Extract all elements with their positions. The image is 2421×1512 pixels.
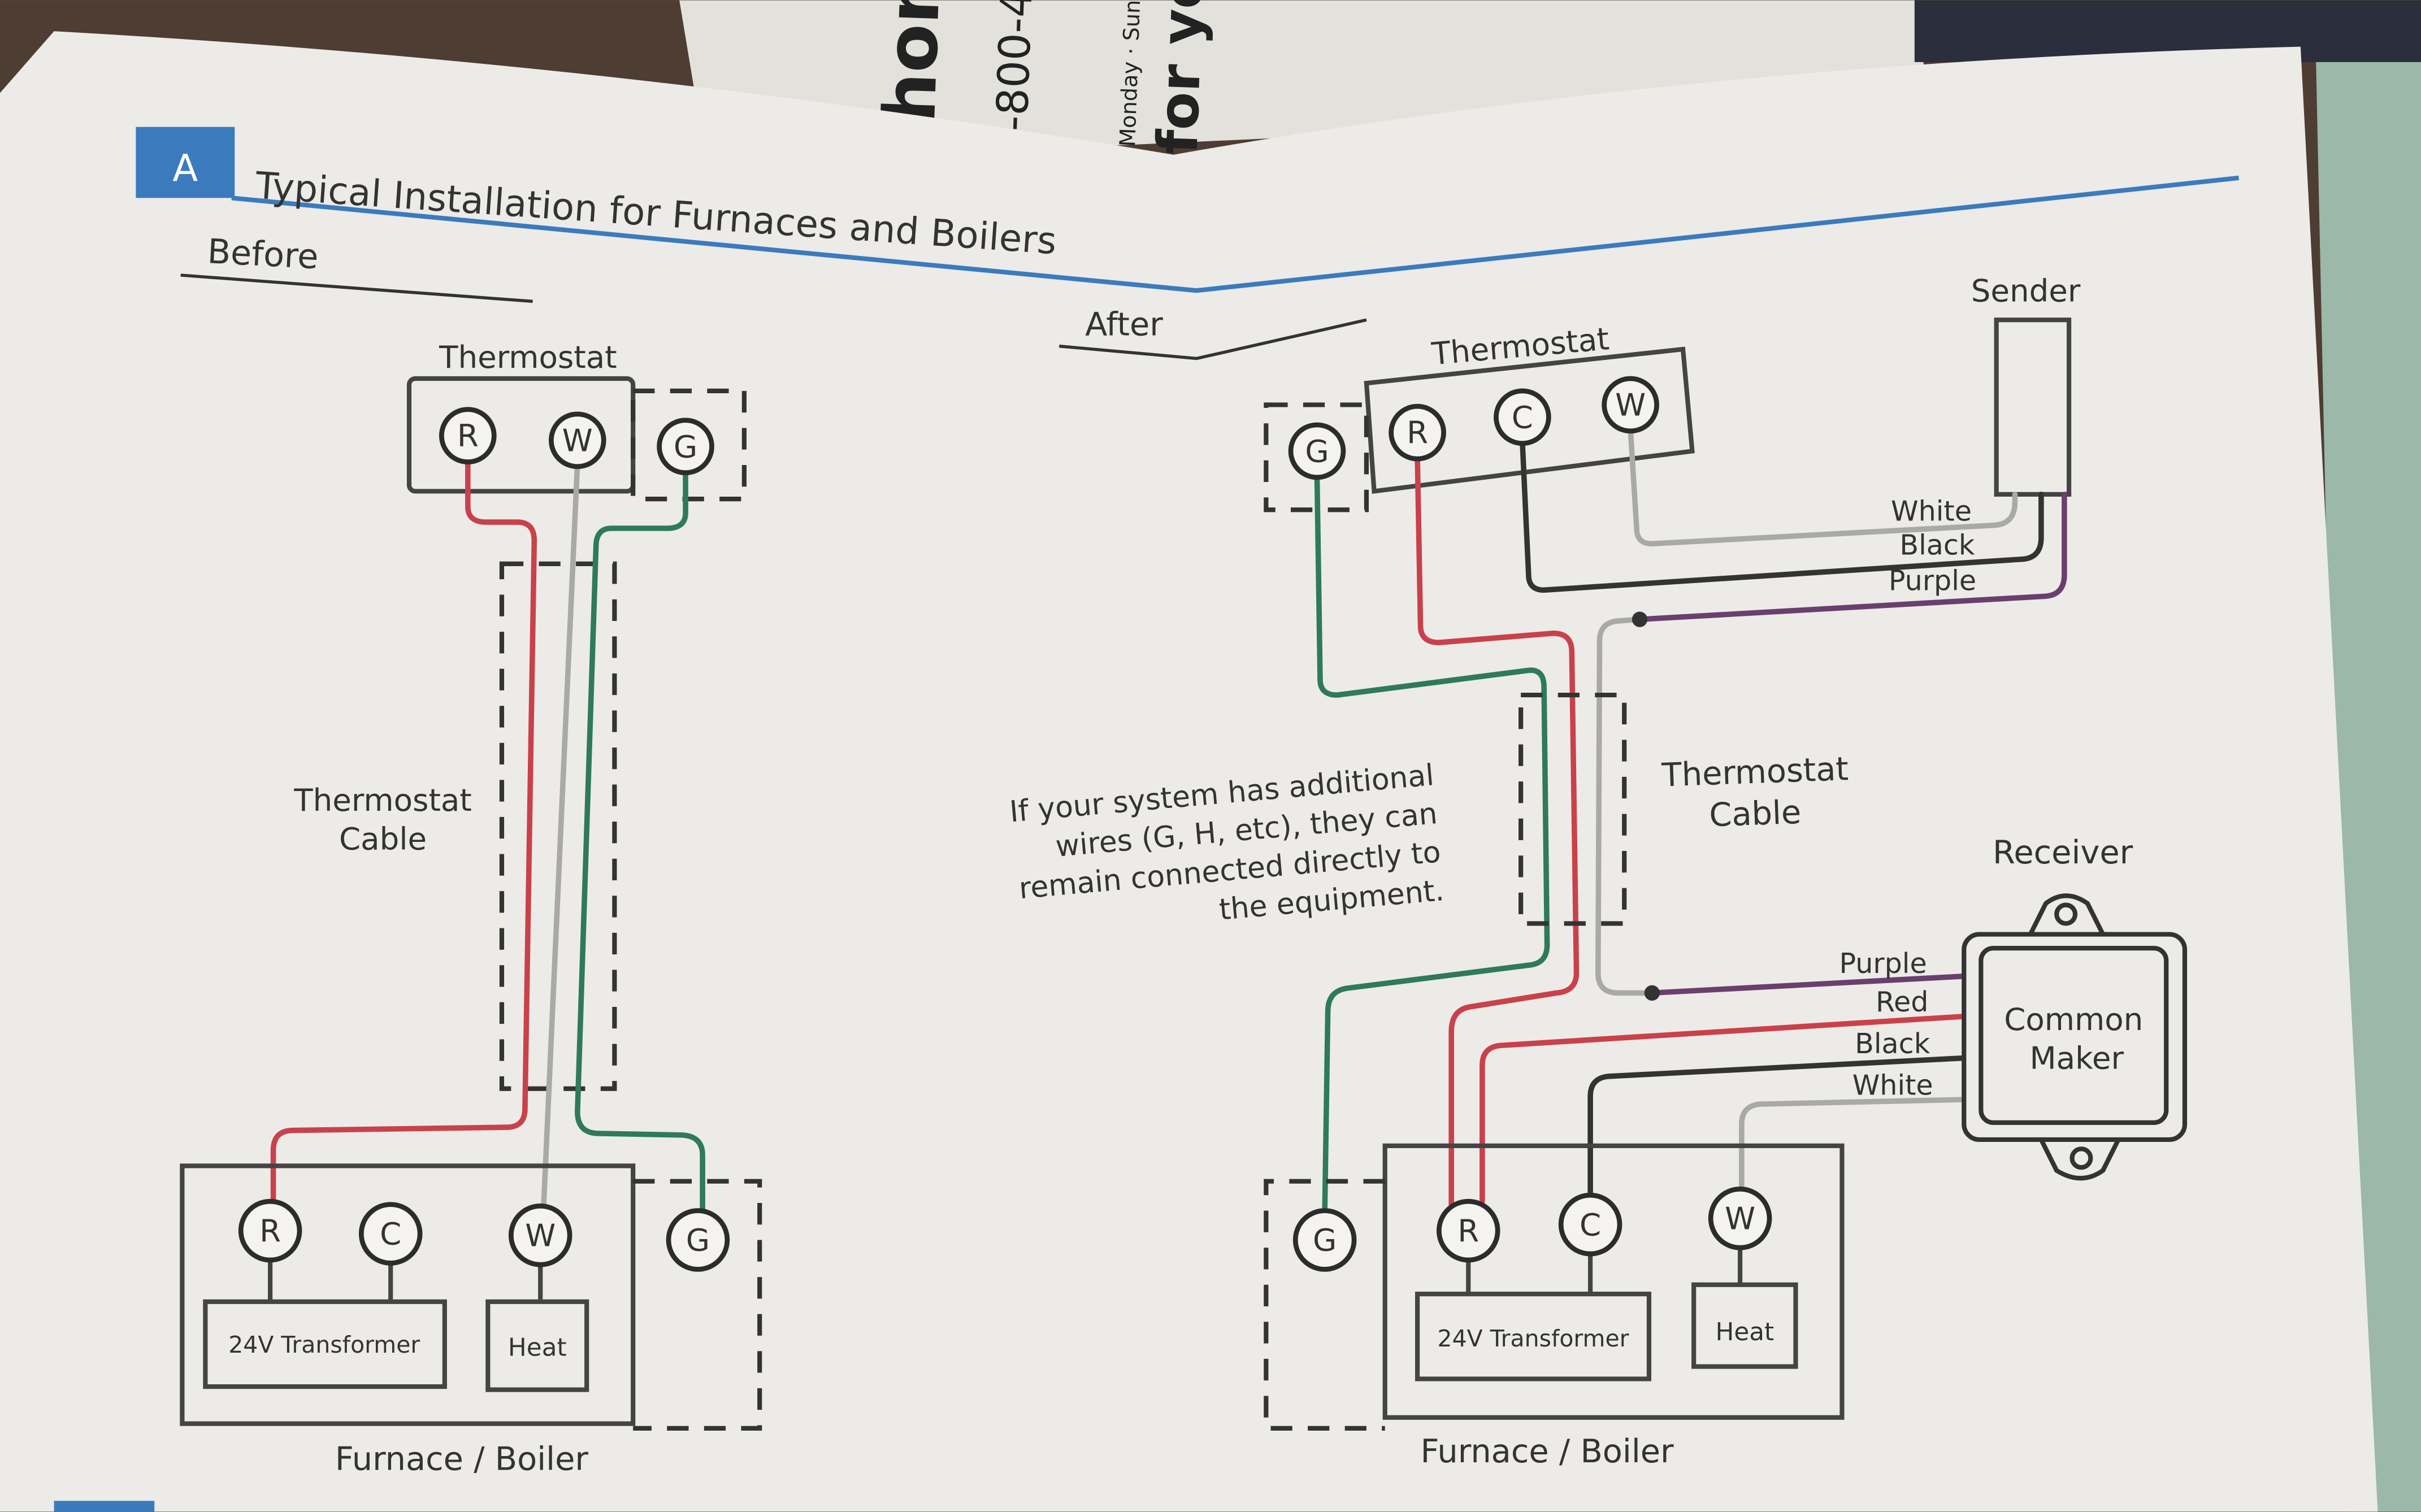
after-cable-label: Thermostat [1661,750,1849,794]
svg-text:hon: hon [868,0,956,124]
receiver-label: Receiver [1993,833,2133,871]
before-thermostat-label: Thermostat [439,339,617,375]
sender-wire-label-white: White [1891,494,1972,527]
before-red-wire [270,458,537,1207]
sender-wire-label-black: Black [1899,528,1975,561]
after-transformer-box [1415,1292,1652,1381]
before-thermostat-terminal-g: G [657,418,714,476]
after-red-wire [1415,454,1580,1207]
after-label: After [1085,305,1163,343]
after-thermostat-box [1364,346,1695,494]
after-cable-label: Cable [1708,793,1802,835]
before-optional-g-box [631,388,747,502]
before-thermostat-terminal-r: R [439,407,497,464]
receiver-wire-label-white: White [1852,1069,1933,1102]
after-heat-label: Heat [1715,1318,1774,1346]
manual-page [0,31,2378,1512]
svg-text:R: R [1407,415,1428,451]
before-furnace-label: Furnace / Boiler [335,1440,589,1478]
receiver-wire-label-red: Red [1876,985,1928,1018]
svg-text:G: G [1305,433,1329,470]
before-cable-label: Thermostat [293,782,472,818]
svg-text:W: W [1725,1200,1755,1236]
svg-text:R: R [457,418,479,454]
receiver-wire-label-purple: Purple [1839,947,1927,980]
before-white-wire [540,460,580,1212]
after-heat-box [1691,1282,1798,1369]
before-furnace-box [180,1163,636,1426]
before-cable-label: Cable [339,820,427,857]
dark-cover [1914,0,2421,62]
section-letter: A [172,147,198,190]
page-footer-accent [54,1501,155,1512]
after-thermostat-terminal-c: C [1494,388,1551,446]
booklet-fragments: hon -800-4 Monday · Sun for yo [868,0,1217,155]
after-black-receiver-wire [1587,1055,1972,1200]
receiver-name: Maker [2030,1040,2124,1076]
svg-text:R: R [259,1213,281,1249]
before-furnace-terminal-r: R [238,1198,302,1263]
svg-text:C: C [380,1216,401,1252]
after-purple-receiver-wire [1649,973,1972,996]
after-furnace-label: Furnace / Boiler [1421,1432,1674,1470]
before-furnace-terminal-w: W [508,1203,572,1267]
before-furnace-terminal-g: G [666,1208,730,1272]
before-cable-bracket [499,561,617,1091]
svg-text:G: G [686,1222,710,1258]
svg-text:W: W [525,1217,556,1253]
svg-text:G: G [674,428,697,464]
after-cable-bracket [1518,692,1627,926]
svg-text:Monday · Sun: Monday · Sun [1115,0,1146,147]
after-thermostat-terminal-w: W [1602,376,1659,434]
before-transformer-label: 24V Transformer [228,1331,420,1358]
receiver-name: Common [2004,1001,2143,1037]
after-common-wire [1595,616,1655,996]
before-label: Before [206,232,319,277]
before-thermostat-box [406,376,636,494]
svg-text:for yo: for yo [1146,0,1216,155]
after-transformer-label: 24V Transformer [1438,1325,1629,1352]
section-letter-badge [136,127,235,198]
before-heat-label: Heat [508,1333,567,1362]
svg-text:C: C [1512,399,1533,435]
after-optional-g-box [1264,402,1369,512]
svg-text:W: W [562,422,593,458]
before-furnace-terminal-c: C [358,1202,423,1266]
after-red-receiver-wire [1480,1013,1972,1205]
after-furnace-terminal-g: G [1292,1208,1357,1272]
after-green-wire [1314,473,1550,1215]
after-optional-g-furnace [1264,1179,1385,1431]
sender-label: Sender [1971,272,2081,309]
after-black-wire [1520,439,2044,593]
before-thermostat-terminal-w: W [549,411,606,470]
sender-wire-label-purple: Purple [1889,564,1976,597]
svg-text:G: G [1313,1222,1337,1258]
after-diagram: After Thermostat Sender White Black Purp… [1008,272,2188,1470]
before-transformer-box [203,1299,447,1389]
after-furnace-box [1382,1143,1845,1420]
receiver-device: Common Maker [1962,893,2188,1181]
after-white-receiver-wire [1739,1097,1972,1195]
after-thermostat-terminal-g: G [1288,422,1346,480]
sender-device [1994,318,2072,497]
receiver-wire-label-black: Black [1855,1027,1930,1060]
svg-text:W: W [1615,387,1646,423]
svg-text:R: R [1457,1213,1479,1249]
before-diagram: Before Thermostat Thermostat Cable R W G… [180,232,762,1478]
after-thermostat-terminal-r: R [1389,403,1446,462]
after-furnace-terminal-r: R [1436,1198,1500,1263]
svg-text:C: C [1580,1206,1601,1242]
before-green-wire [575,468,705,1216]
before-heat-box [485,1299,589,1392]
svg-text:-800-4: -800-4 [987,0,1043,132]
after-furnace-terminal-w: W [1708,1186,1772,1250]
after-furnace-terminal-c: C [1558,1192,1622,1257]
header-rule [231,175,2240,293]
after-white-wire [1628,427,2018,547]
after-purple-wire [1637,492,2067,622]
